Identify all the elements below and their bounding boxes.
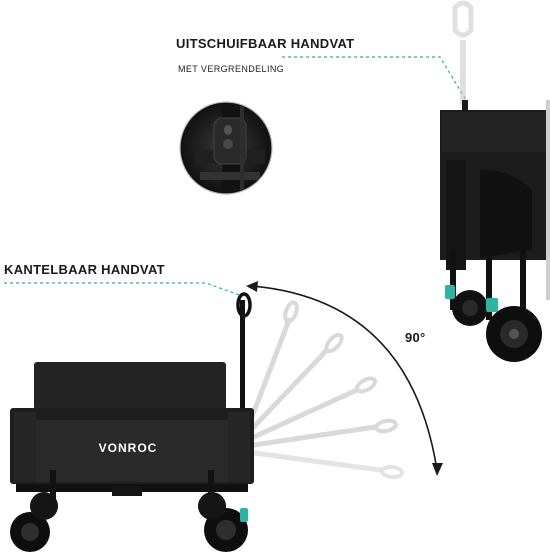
- handle-lock-zoom: [179, 101, 273, 195]
- wagon-side-view: [440, 0, 550, 362]
- brand-logo: VONROC: [99, 441, 158, 455]
- callout-line-left: [4, 282, 243, 297]
- callout-top-title: UITSCHUIFBAAR HANDVAT: [176, 36, 355, 51]
- wagon-front-view: [10, 292, 254, 552]
- callout-line-top: [282, 56, 467, 101]
- callout-top-subtitle: MET VERGRENDELING: [178, 64, 285, 74]
- ghost-handles: [244, 300, 404, 480]
- callout-left-title: KANTELBAAR HANDVAT: [4, 262, 165, 277]
- rotation-arc: [246, 281, 443, 476]
- angle-label: 90°: [405, 330, 426, 345]
